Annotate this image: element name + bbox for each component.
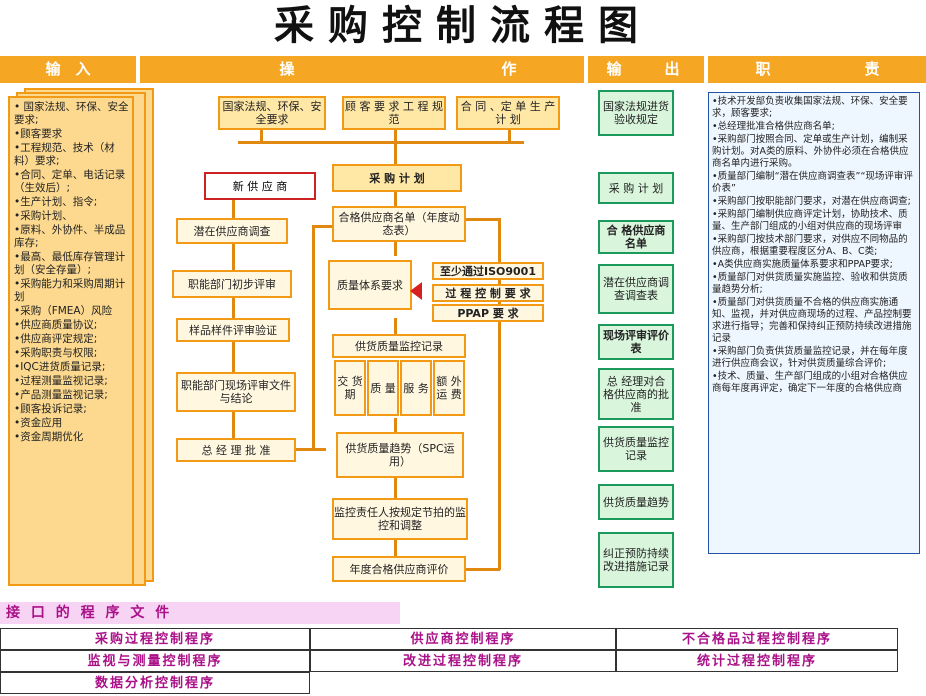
connector (466, 218, 500, 221)
input-item: •生产计划、指令; (14, 196, 98, 208)
input-item: • 国家法规、环保、安全要求; (14, 101, 129, 126)
proc-cell: 监视与测量控制程序 (0, 650, 310, 672)
connector (394, 478, 397, 498)
box-quality: 质 量 (367, 360, 399, 416)
connector (312, 225, 315, 451)
box-annual: 年度合格供应商评价 (332, 556, 466, 582)
box-monitor-record: 供货质量监控记录 (332, 334, 466, 358)
page-title: 采购控制流程图 (274, 2, 652, 49)
connector (394, 418, 397, 432)
connector (394, 192, 397, 206)
interface-title: 接 口 的 程 序 文 件 (0, 602, 400, 624)
duty-item: •采购部门按照合同、定单或生产计划，编制采购计划。对A类的原料、外协件必须在合格… (712, 134, 909, 169)
duty-item: •采购部门按技术部门要求，对供应不同物品的供应商，根据重要程度区分A、B、C类; (712, 234, 908, 257)
output-item: 国家法规进货验收规定 (598, 90, 674, 136)
input-item: •最高、最低库存管理计划（安全存量）; (14, 251, 126, 276)
output-item: 采 购 计 划 (598, 172, 674, 204)
connector (466, 568, 500, 571)
box-service: 服 务 (400, 360, 432, 416)
duty-item: •采购部门负责供货质量监控记录，并在每年度进行供应商会议，针对供货质量综合评价; (712, 346, 908, 369)
box-gm-approve: 总 经 理 批 准 (176, 438, 296, 462)
header-operation-1: 操 (140, 56, 434, 83)
input-item: •采购职责与权限; (14, 347, 98, 359)
connector (508, 128, 511, 142)
box-sample-verify: 样品样件评审验证 (176, 318, 290, 342)
input-item: •采购计划、 (14, 210, 73, 222)
proc-cell: 不合格品过程控制程序 (616, 628, 898, 650)
connector-top (238, 141, 524, 144)
input-item: •资金应用 (14, 417, 63, 429)
duty-list: •技术开发部负责收集国家法规、环保、安全要求，顾客要求; •总经理批准合格供应商… (708, 92, 920, 554)
box-ppap: PPAP 要 求 (432, 304, 544, 322)
output-item: 现场评审评价表 (598, 324, 674, 360)
proc-cell: 采购过程控制程序 (0, 628, 310, 650)
box-regulations: 国家法规、环保、安全要求 (218, 96, 326, 130)
box-freight: 额 外 运 费 (433, 360, 465, 416)
connector (296, 448, 326, 451)
input-item: •工程规范、技术（材料）要求; (14, 142, 115, 167)
proc-cell: 统计过程控制程序 (616, 650, 898, 672)
connector (394, 128, 397, 164)
input-item: •资金周期优化 (14, 431, 84, 443)
box-customer-req: 顾 客 要 求 工 程 规 范 (342, 96, 446, 130)
arrow-left-icon (410, 282, 422, 300)
duty-item: •质量部门对供货质量不合格的供应商实施通知、监视，并对供应商现场的过程、产品控制… (712, 297, 912, 344)
header-operation-2: 作 (434, 56, 584, 83)
input-item: •产品测量监视记录; (14, 389, 108, 401)
box-contract: 合 同 、定 单 生 产 计 划 (456, 96, 560, 130)
output-item: 合 格供应商名单 (598, 220, 674, 254)
box-adjust: 监控责任人按规定节拍的监控和调整 (332, 498, 468, 540)
proc-cell: 供应商控制程序 (310, 628, 616, 650)
input-item: •过程测量监视记录; (14, 375, 108, 387)
input-item: •顾客要求 (14, 128, 63, 140)
input-list: • 国家法规、环保、安全要求; •顾客要求 •工程规范、技术（材料）要求; •合… (8, 96, 134, 586)
input-item: •供应商质量协议; (14, 319, 98, 331)
input-item: •顾客投诉记录; (14, 403, 87, 415)
header-output-2: 出 (640, 56, 704, 83)
box-dept-review: 职能部门初步评审 (172, 270, 292, 298)
duty-item: •采购部门按职能部门要求，对潜在供应商调查; (712, 196, 911, 207)
box-purchase-plan: 采 购 计 划 (332, 164, 462, 192)
duty-item: •技术开发部负责收集国家法规、环保、安全要求，顾客要求; (712, 96, 908, 119)
box-process-req: 过 程 控 制 要 求 (432, 284, 544, 302)
connector (260, 128, 263, 142)
box-qs-req: 质量体系要求 (328, 260, 412, 310)
box-site-review: 职能部门现场评审文件与结论 (176, 372, 296, 412)
box-potential-survey: 潜在供应商调查 (176, 218, 288, 244)
output-item: 总 经理对合格供应商的批准 (598, 368, 674, 420)
box-delivery: 交 货 期 (334, 360, 366, 416)
box-iso: 至少通过ISO9001 (432, 262, 544, 280)
box-new-supplier: 新 供 应 商 (204, 172, 316, 200)
output-item: 潜在供应商调查调查表 (598, 264, 674, 314)
input-item: •采购（FMEA）风险 (14, 305, 113, 317)
header-output-1: 输 (588, 56, 640, 83)
proc-cell: 数据分析控制程序 (0, 672, 310, 694)
output-item: 供货质量监控记录 (598, 426, 674, 472)
duty-item: •质量部门对供货质量实施监控、验收和供货质量趋势分析; (712, 272, 908, 295)
header-duty-2: 责 (818, 56, 926, 83)
box-trend: 供货质量趋势（SPC运用） (336, 432, 464, 478)
duty-item: •总经理批准合格供应商名单; (712, 121, 835, 132)
input-item: •原料、外协件、半成品库存; (14, 224, 126, 249)
connector (312, 225, 334, 228)
input-item: •供应商评定规定; (14, 333, 98, 345)
input-item: •合同、定单、电话记录（生效后）; (14, 169, 126, 194)
duty-item: •技术、质量、生产部门组成的小组对合格供应商每年度再评定，确定下一年度的合格供应… (712, 371, 908, 394)
connector (394, 242, 397, 256)
header-duty-1: 职 (708, 56, 818, 83)
duty-item: •质量部门编制“潜在供应商调查表”“现场评审评价表” (712, 171, 913, 194)
input-item: •IQC进货质量记录; (14, 361, 106, 373)
header-input: 输 入 (0, 56, 136, 83)
connector-loop (498, 218, 501, 570)
output-item: 供货质量趋势 (598, 484, 674, 520)
connector (394, 540, 397, 558)
box-qualified-list: 合格供应商名单（年度动态表） (332, 206, 466, 242)
output-item: 纠正预防持续改进措施记录 (598, 532, 674, 588)
proc-cell: 改进过程控制程序 (310, 650, 616, 672)
duty-item: •采购部门编制供应商评定计划，协助技术、质量、生产部门组成的小组对供应商的现场评… (712, 209, 908, 232)
connector (394, 318, 397, 336)
input-item: •采购能力和采购周期计划 (14, 278, 126, 303)
duty-item: •A类供应商实施质量体系要求和PPAP要求; (712, 259, 893, 270)
